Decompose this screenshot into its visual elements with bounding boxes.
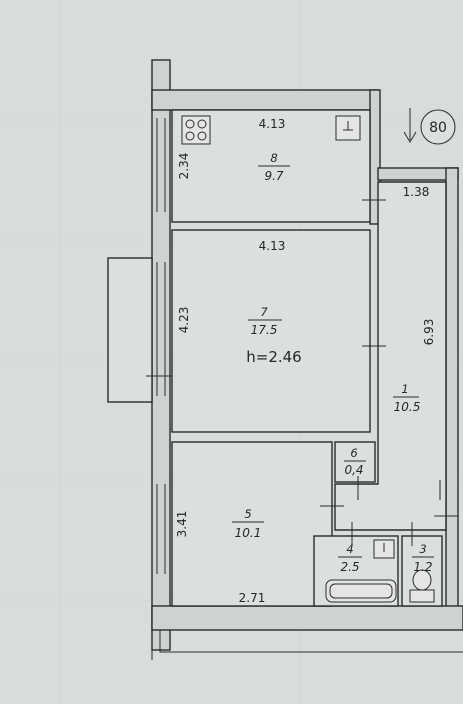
bottom-wall-lip xyxy=(151,630,463,660)
room-7 xyxy=(171,229,371,433)
stove-icon xyxy=(181,115,211,145)
room-8-depth: 2.34 xyxy=(177,153,191,180)
room-7-area: 17.5 xyxy=(251,323,278,337)
room-5-area: 10.1 xyxy=(235,526,262,540)
room-6-number: 6 xyxy=(350,446,357,460)
room-3-number: 3 xyxy=(419,542,426,556)
room-7-depth: 4.23 xyxy=(177,307,191,334)
bottom-wall xyxy=(151,605,463,631)
toilet-icon xyxy=(409,569,435,603)
room-1-area: 10.5 xyxy=(394,400,421,414)
left-wall xyxy=(151,59,171,651)
room-1-number: 1 xyxy=(401,382,408,396)
door-marks xyxy=(146,199,458,546)
room-1-depth: 6.93 xyxy=(422,319,436,346)
washbasin-icon xyxy=(373,539,395,559)
room-7-number: 7 xyxy=(260,305,268,319)
room-8-number: 8 xyxy=(270,151,277,165)
bathtub-icon xyxy=(325,579,397,603)
apartment-number: 80 xyxy=(429,120,447,136)
room-5-width: 2.71 xyxy=(239,591,266,605)
ceiling-height: h=2.46 xyxy=(246,348,301,366)
room-5-number: 5 xyxy=(244,507,251,521)
sink-icon xyxy=(335,115,361,141)
room-4-number: 4 xyxy=(346,542,353,556)
room-8-area: 9.7 xyxy=(264,169,283,183)
windows xyxy=(156,118,166,574)
balcony xyxy=(107,257,153,403)
room-5 xyxy=(171,441,333,607)
room-6 xyxy=(334,441,376,483)
room-6-area: 0,4 xyxy=(344,463,363,477)
room-8-width: 4.13 xyxy=(259,117,286,131)
entrance-arrow-icon xyxy=(403,108,417,143)
apartment-number-circle xyxy=(420,109,456,145)
room-7-width: 4.13 xyxy=(259,239,286,253)
top-wall xyxy=(151,89,379,111)
room-3-area: 1.2 xyxy=(413,560,432,574)
right-wall xyxy=(445,167,459,611)
room-4-area: 2.5 xyxy=(340,560,359,574)
room-1 xyxy=(334,181,447,531)
room-5-depth: 3.41 xyxy=(175,511,189,538)
room-1-width: 1.38 xyxy=(403,185,430,199)
